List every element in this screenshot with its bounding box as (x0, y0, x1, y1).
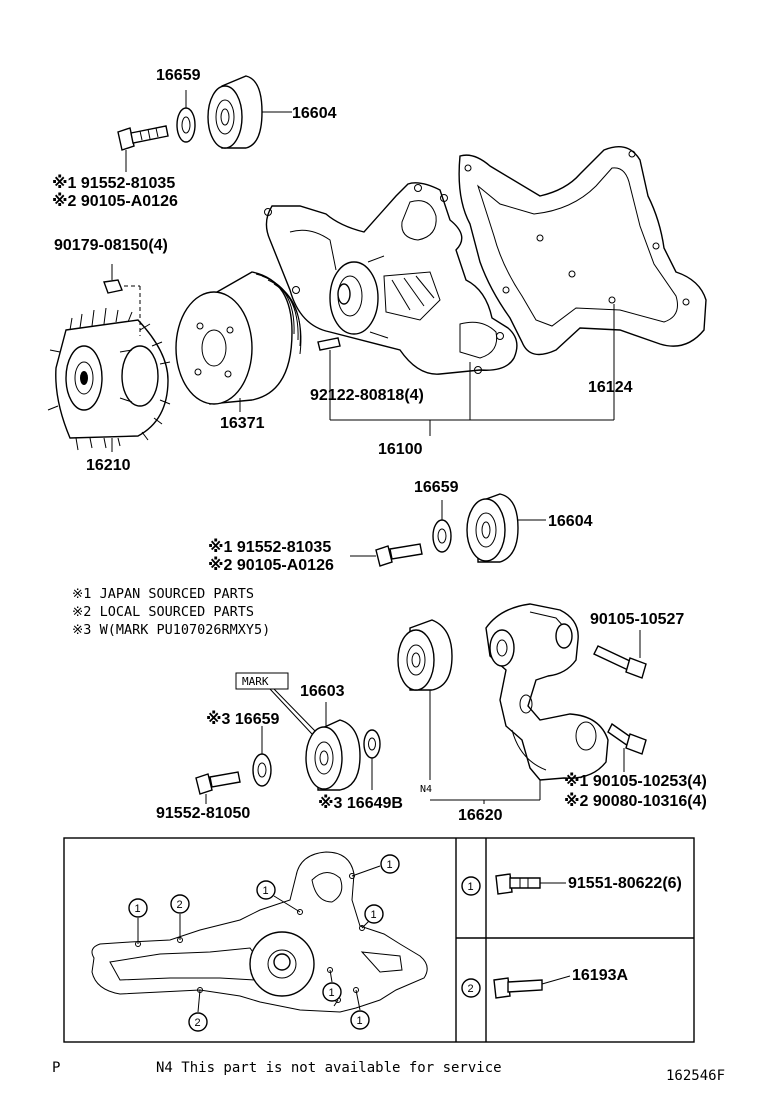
nut-icon (103, 279, 123, 294)
footer-availability-note: N4 This part is not available for servic… (156, 1060, 502, 1076)
callout-2-circle (461, 978, 481, 998)
part-number-92122-80818: 92122-80818(4) (310, 387, 424, 404)
callout-1-circle (461, 876, 481, 896)
bolt-icon (607, 722, 647, 755)
part-number-16659-lower: ※3 16659 (206, 710, 279, 728)
svg-text:2: 2 (177, 899, 183, 911)
part-number-16124: 16124 (588, 379, 633, 396)
diagram-code: 162546F (666, 1068, 725, 1084)
tensioner-pulley-icon (397, 619, 453, 691)
bolt-icon (493, 977, 543, 999)
gasket-icon (458, 146, 707, 356)
mark-box (235, 672, 289, 690)
stud-icon (317, 337, 341, 351)
part-number-91552-81050: 91552-81050 (156, 805, 250, 822)
svg-text:1: 1 (329, 987, 335, 999)
callout-2-label: 2 (468, 983, 474, 995)
bolt-icon (375, 543, 423, 567)
part-number-90105-10253: ※1 90105-10253(4) (564, 772, 707, 790)
washer-icon (363, 729, 381, 759)
note-local-sourced: ※2 LOCAL SOURCED PARTS (72, 604, 254, 620)
n4-marker: N4 (420, 784, 432, 795)
note-japan-sourced: ※1 JAPAN SOURCED PARTS (72, 586, 254, 602)
part-number-90179-08150: 90179-08150(4) (54, 237, 168, 254)
washer-icon (176, 107, 196, 143)
fan-clutch-icon (47, 307, 171, 451)
svg-text:1: 1 (263, 885, 269, 897)
svg-text:1: 1 (371, 909, 377, 921)
washer-icon (432, 519, 452, 553)
part-number-16620: 16620 (458, 807, 503, 824)
mark-label: MARK (242, 675, 269, 688)
part-number-91552-81035-top: ※1 91552-81035 (52, 174, 175, 192)
part-number-90105-10527: 90105-10527 (590, 611, 684, 628)
part-number-91551-80622: 91551-80622(6) (568, 875, 682, 892)
footer-p-label: P (52, 1060, 60, 1076)
part-number-16604-top: 16604 (292, 105, 337, 122)
part-number-16659-top: 16659 (156, 67, 201, 84)
idler-pulley-middle-group (350, 493, 546, 567)
part-number-16100: 16100 (378, 441, 423, 458)
part-number-16649B: ※3 16649B (318, 794, 403, 812)
idler-pulley-icon (207, 75, 263, 149)
callout-1-label: 1 (468, 881, 474, 893)
part-number-16193A: 16193A (572, 967, 628, 984)
svg-text:1: 1 (135, 903, 141, 915)
part-number-91552-81035-middle: ※1 91552-81035 (208, 538, 331, 556)
idler-pulley-icon (466, 493, 519, 563)
part-number-16603: 16603 (300, 683, 345, 700)
idler-pulley-top-group (117, 75, 292, 172)
bolt-icon (195, 771, 241, 795)
svg-text:2: 2 (195, 1017, 201, 1029)
svg-text:1: 1 (357, 1015, 363, 1027)
svg-text:1: 1 (387, 859, 393, 871)
tensioner-bracket-icon (485, 603, 609, 781)
part-number-16604-middle: 16604 (548, 513, 593, 530)
part-number-16371: 16371 (220, 415, 265, 432)
part-number-90080-10316: ※2 90080-10316(4) (564, 792, 707, 810)
idler-pulley-icon (305, 719, 361, 791)
part-number-16210: 16210 (86, 457, 131, 474)
bolt-icon (593, 645, 647, 679)
bolt-location-inset: 1 2 2 1 1 1 1 1 (63, 837, 695, 1043)
bolt-icon (495, 873, 541, 895)
washer-icon (252, 753, 272, 787)
part-number-90105-A0126-top: ※2 90105-A0126 (52, 192, 178, 210)
part-number-90105-A0126-middle: ※2 90105-A0126 (208, 556, 334, 574)
water-pump-icon (264, 182, 518, 375)
note-mark: ※3 W(MARK PU107026RMXY5) (72, 622, 270, 638)
fan-pulley-icon (175, 271, 302, 405)
part-number-16659-middle: 16659 (414, 479, 459, 496)
bolt-icon (117, 125, 169, 151)
